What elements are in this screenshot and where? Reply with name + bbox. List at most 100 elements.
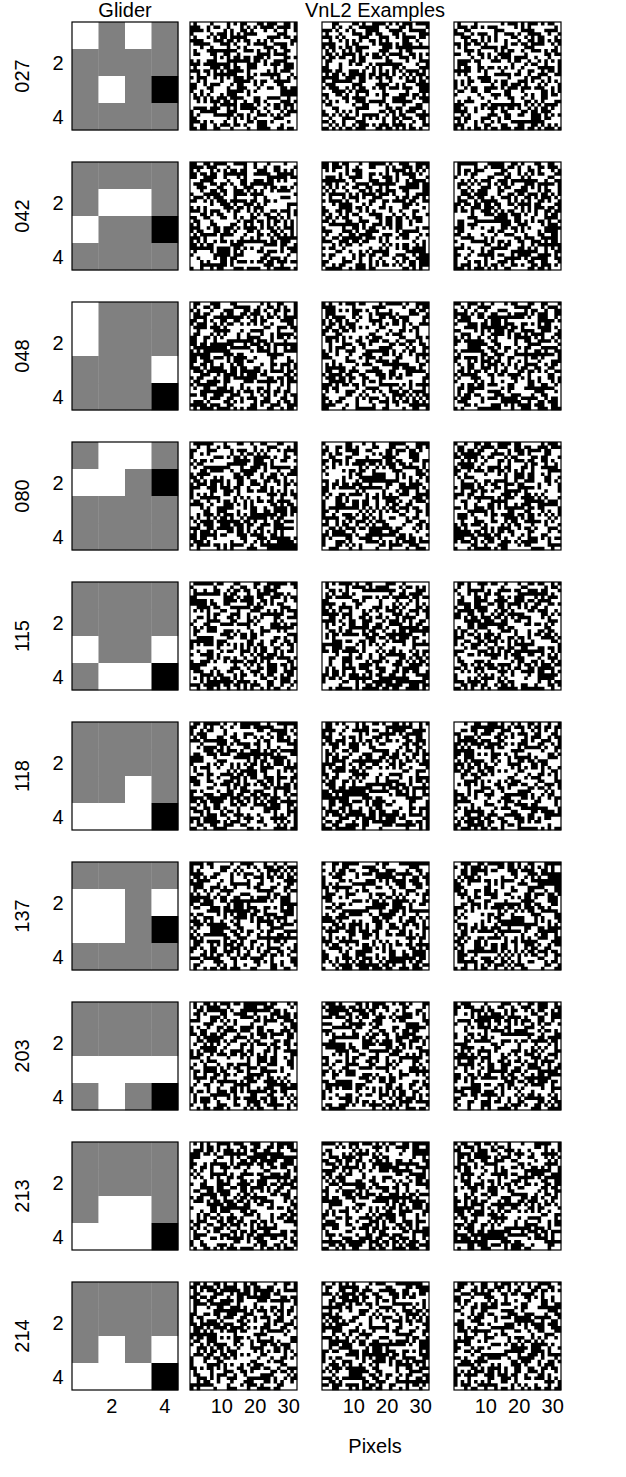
glider-cell <box>99 609 126 636</box>
texture-pixels <box>190 1282 297 1390</box>
glider-cell <box>152 329 179 356</box>
texture-ground <box>322 1002 429 1110</box>
texture-pixels <box>454 442 561 550</box>
glider-cell <box>99 663 126 690</box>
glider-cell <box>125 103 152 130</box>
glider-cell <box>152 1029 179 1056</box>
tick-label: 2 <box>52 893 63 913</box>
glider-cell <box>125 216 152 243</box>
glider-cell <box>72 1223 99 1250</box>
glider-cell <box>152 22 179 49</box>
texture-pixels <box>190 162 297 270</box>
panel-border <box>72 1142 178 1250</box>
glider-cell <box>72 889 99 916</box>
texture-ground <box>322 582 429 690</box>
glider-cell <box>72 803 99 830</box>
glider-cell <box>99 1056 126 1083</box>
panel-border <box>72 22 178 130</box>
panel-border <box>454 1282 561 1390</box>
glider-cell <box>99 469 126 496</box>
row-label: 214 <box>12 1319 32 1352</box>
glider-cell <box>99 1336 126 1363</box>
glider-cell <box>99 49 126 76</box>
panel-border <box>72 442 178 550</box>
texture-example <box>190 1142 297 1250</box>
glider-cell <box>72 22 99 49</box>
panel-border <box>190 1002 297 1110</box>
glider-cell <box>99 76 126 103</box>
glider-cell <box>99 22 126 49</box>
glider-cell <box>152 1363 179 1390</box>
texture-pixels <box>322 862 429 970</box>
glider-cell <box>152 803 179 830</box>
panel-border <box>72 1002 178 1110</box>
glider-cell <box>72 1336 99 1363</box>
tick-label: 10 <box>343 1396 365 1416</box>
texture-example <box>190 1282 297 1390</box>
glider-cell <box>72 749 99 776</box>
glider-cell <box>99 776 126 803</box>
glider-cell <box>99 302 126 329</box>
texture-example <box>454 22 561 130</box>
glider-panel <box>72 582 178 690</box>
glider-cell <box>99 1282 126 1309</box>
texture-example <box>190 722 297 830</box>
panel-border <box>190 162 297 270</box>
panel-border <box>454 862 561 970</box>
panel-border <box>454 582 561 690</box>
panel-border <box>190 1282 297 1390</box>
panel-border <box>190 862 297 970</box>
tick-label: 2 <box>52 613 63 633</box>
glider-cell <box>152 1056 179 1083</box>
glider-cell <box>152 162 179 189</box>
texture-example <box>454 1002 561 1110</box>
glider-cell <box>72 383 99 410</box>
tick-label: 2 <box>106 1396 117 1416</box>
glider-cell <box>152 1169 179 1196</box>
row-label: 115 <box>12 620 32 652</box>
glider-panel <box>72 1282 178 1390</box>
panel-border <box>454 302 561 410</box>
glider-cell <box>99 523 126 550</box>
glider-cell <box>72 302 99 329</box>
glider-cell <box>152 663 179 690</box>
texture-ground <box>190 442 297 550</box>
glider-cell <box>99 1083 126 1110</box>
texture-example <box>454 862 561 970</box>
panel-border <box>454 22 561 130</box>
texture-example <box>322 1142 429 1250</box>
glider-cell <box>152 1083 179 1110</box>
glider-cell <box>125 1363 152 1390</box>
glider-cell <box>125 1056 152 1083</box>
glider-cell <box>72 103 99 130</box>
texture-ground <box>322 1142 429 1250</box>
glider-cell <box>152 76 179 103</box>
panel-border <box>454 722 561 830</box>
panel-border <box>190 1142 297 1250</box>
glider-cell <box>99 749 126 776</box>
glider-cell <box>99 889 126 916</box>
glider-cell <box>72 663 99 690</box>
panel-border <box>322 162 429 270</box>
tick-label: 2 <box>52 193 63 213</box>
panel-border <box>454 1142 561 1250</box>
glider-cell <box>99 582 126 609</box>
glider-cell <box>125 609 152 636</box>
panel-border <box>72 1282 178 1390</box>
glider-panel <box>72 302 178 410</box>
tick-label: 2 <box>52 1033 63 1053</box>
tick-label: 2 <box>52 333 63 353</box>
glider-cell <box>99 916 126 943</box>
tick-label: 20 <box>244 1396 266 1416</box>
glider-cell <box>125 1142 152 1169</box>
texture-example <box>190 162 297 270</box>
glider-cell <box>99 803 126 830</box>
texture-example <box>454 302 561 410</box>
glider-cell <box>99 1196 126 1223</box>
tick-label: 10 <box>211 1396 233 1416</box>
glider-cell <box>152 943 179 970</box>
glider-cell <box>99 943 126 970</box>
texture-ground <box>190 1002 297 1110</box>
glider-cell <box>125 749 152 776</box>
texture-example <box>322 442 429 550</box>
